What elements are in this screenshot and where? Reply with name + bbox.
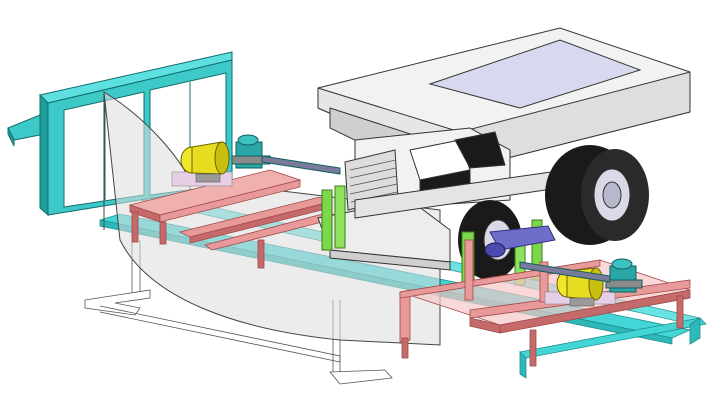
mining-dump-truck [317, 27, 691, 271]
front-gearbox [519, 258, 643, 293]
rear-drive-frame [128, 169, 339, 269]
rear-wheels [545, 145, 649, 245]
rear-motor [171, 141, 233, 187]
rear-gearbox [231, 134, 341, 175]
